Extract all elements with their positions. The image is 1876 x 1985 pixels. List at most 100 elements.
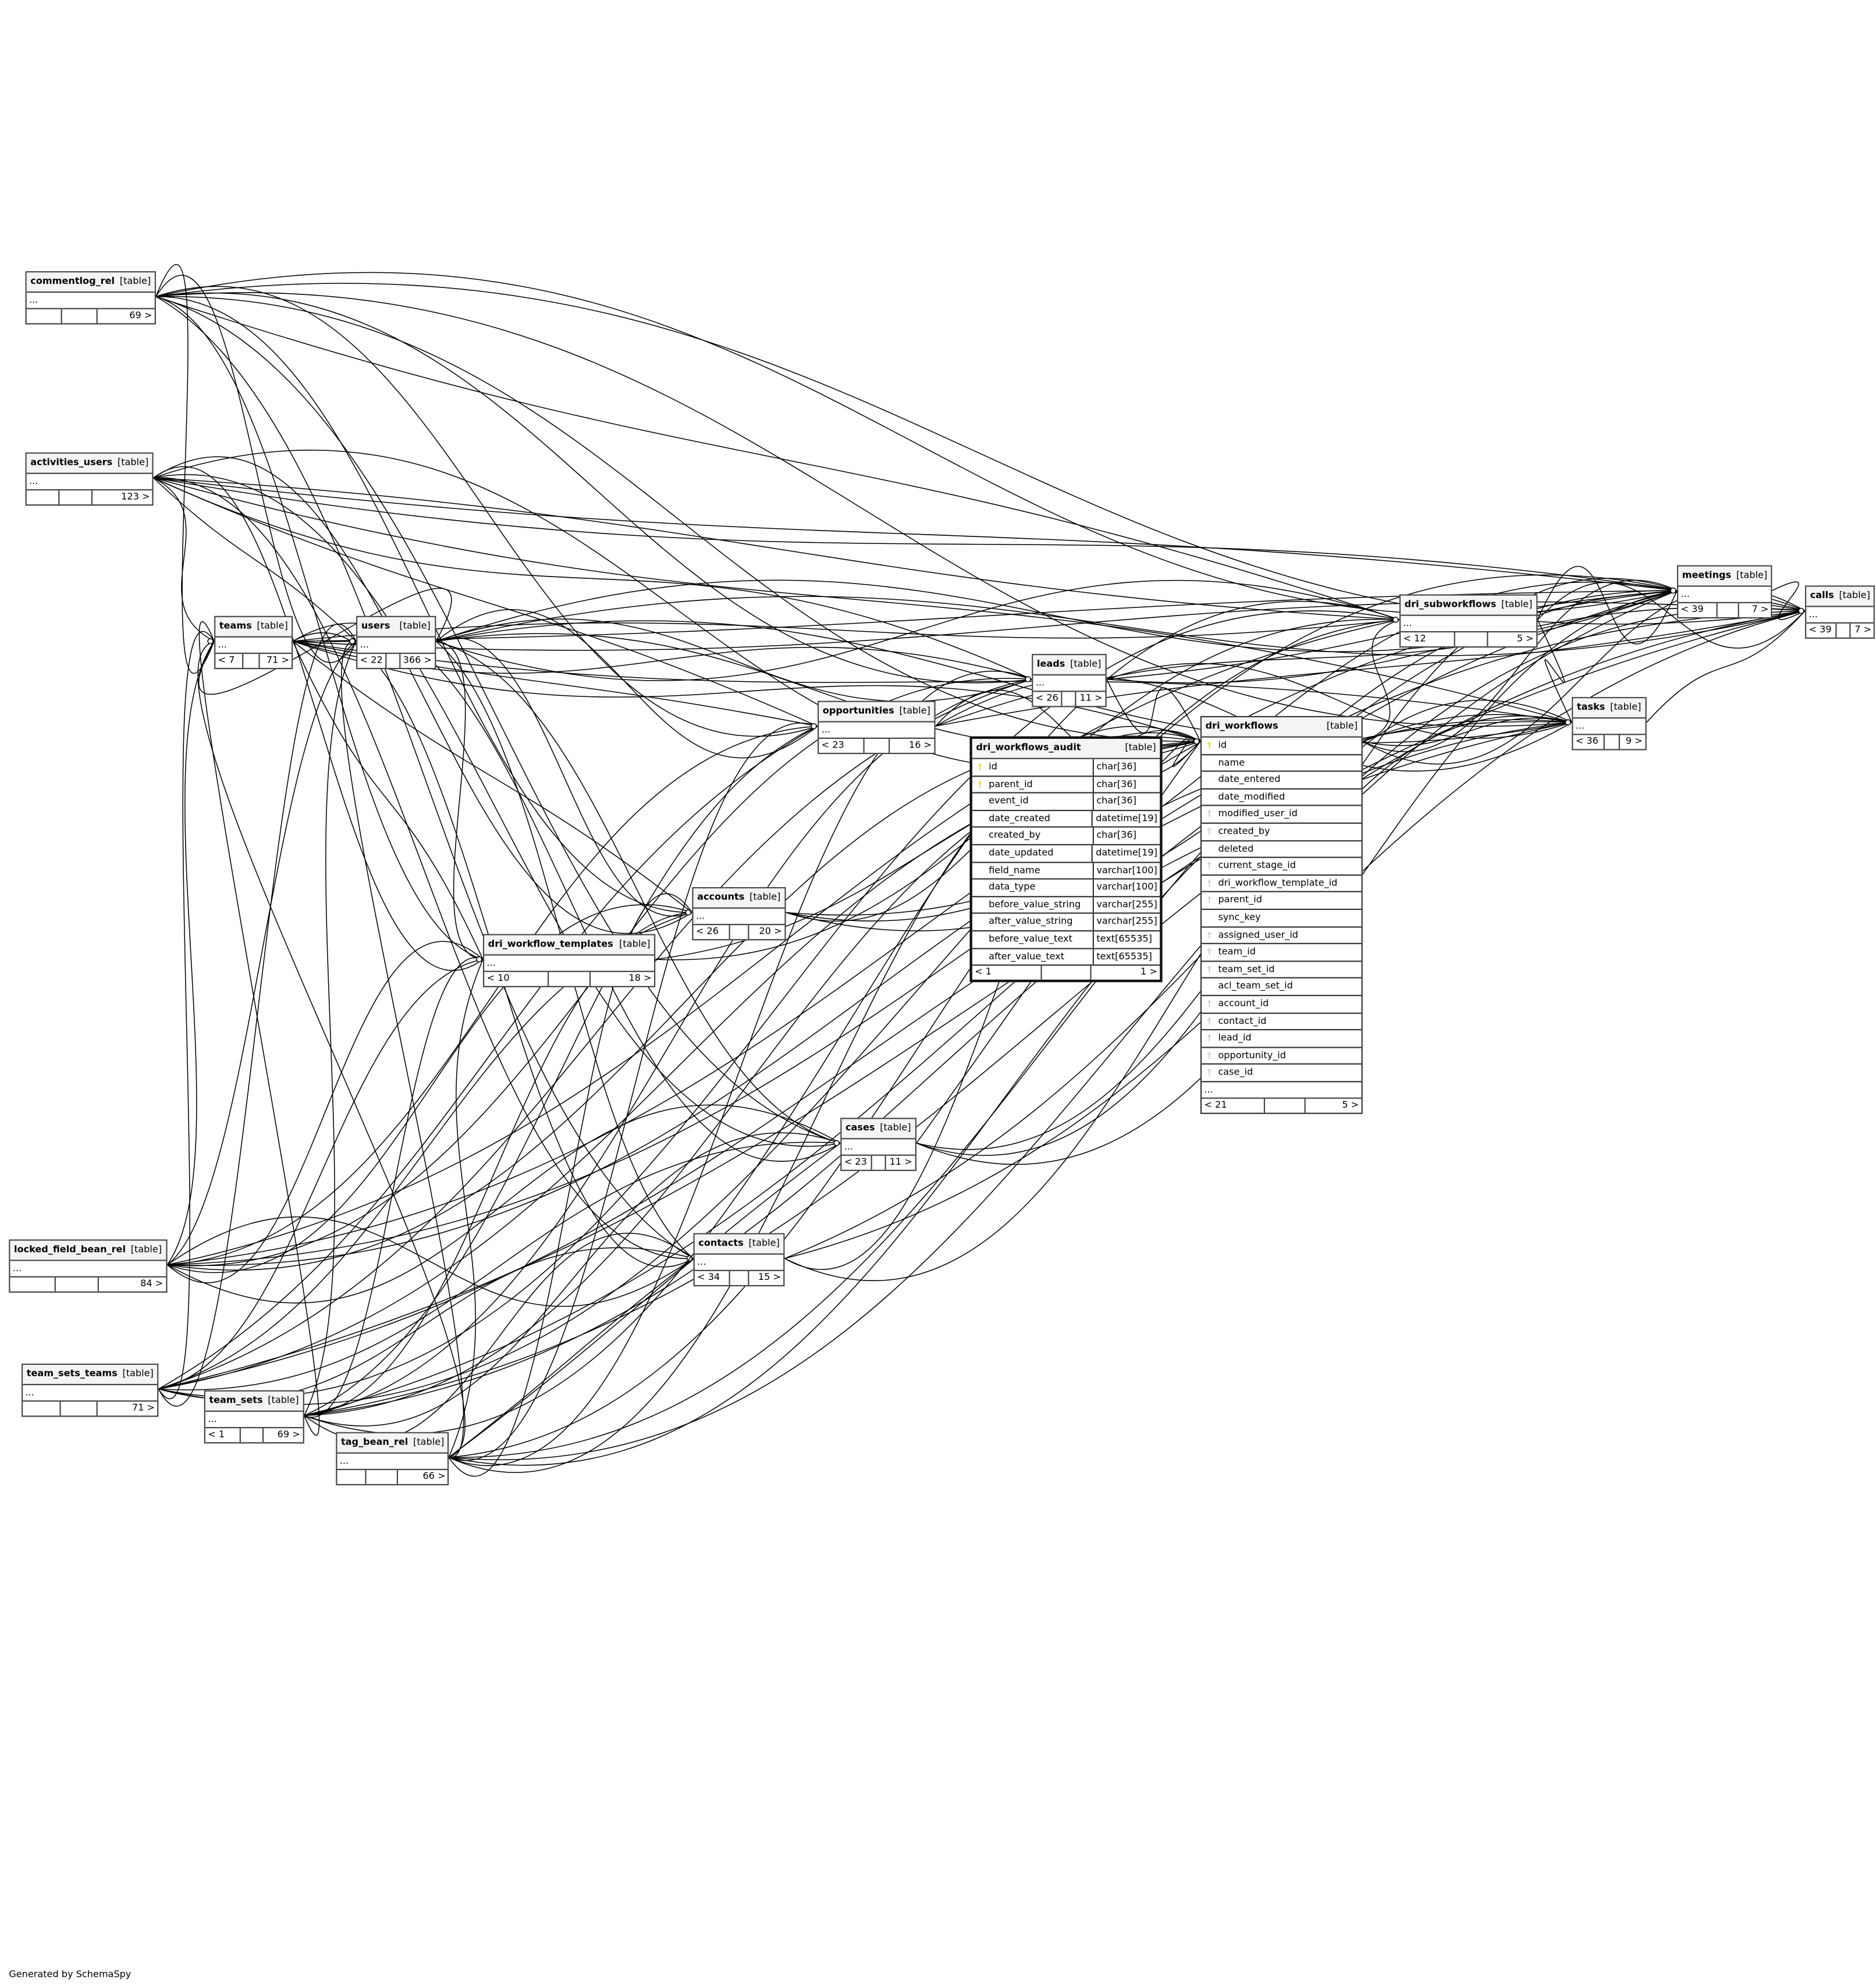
column-row[interactable]: †lead_id [1202, 1030, 1362, 1048]
column-row[interactable]: acl_team_set_id [1202, 979, 1362, 997]
table-name[interactable]: dri_workflow_templates [488, 938, 613, 950]
column-row[interactable]: †team_set_id [1202, 962, 1362, 979]
column-row[interactable]: name [1202, 755, 1362, 773]
table-name[interactable]: team_sets [209, 1394, 263, 1406]
parents-count-link[interactable]: < 7 [215, 654, 243, 668]
children-count-link[interactable]: 71 > [132, 1401, 155, 1414]
parents-count-link[interactable]: < 12 [1401, 632, 1456, 646]
column-row[interactable]: †modified_user_id [1202, 806, 1362, 824]
parents-count-link[interactable]: < 1 [205, 1428, 240, 1443]
children-count-link[interactable]: 71 > [266, 654, 289, 666]
table-name[interactable]: team_sets_teams [26, 1368, 118, 1379]
parents-count-link[interactable]: < 22 [357, 654, 387, 668]
parents-count-link[interactable]: < 34 [695, 1271, 730, 1285]
parents-count-link[interactable]: < 26 [1033, 692, 1063, 706]
column-row[interactable]: †contact_id [1202, 1013, 1362, 1031]
table-name[interactable]: leads [1036, 658, 1065, 670]
table-name[interactable]: commentlog_rel [30, 275, 115, 287]
column-row[interactable]: †current_stage_id [1202, 858, 1362, 876]
children-count-link[interactable]: 66 > [422, 1470, 446, 1482]
children-count-link[interactable]: 7 > [1854, 624, 1872, 635]
column-row[interactable]: †case_id [1202, 1065, 1362, 1083]
children-count-link[interactable]: 5 > [1342, 1098, 1359, 1111]
column-row[interactable]: date_entered [1202, 772, 1362, 789]
parents-count-link[interactable]: < 1 [972, 966, 1042, 980]
parents-count-link[interactable]: < 39 [1678, 603, 1718, 617]
children-count-link[interactable]: 16 > [908, 739, 932, 751]
children-count-link[interactable]: 11 > [1079, 692, 1103, 704]
table-tag-bean-rel[interactable]: tag_bean_rel[table]...66 > [336, 1432, 450, 1486]
children-count-link[interactable]: 15 > [758, 1271, 781, 1283]
column-row[interactable]: †parent_id [1202, 892, 1362, 910]
children-count-link[interactable]: 1 > [1140, 966, 1157, 978]
table-name[interactable]: tasks [1576, 701, 1605, 713]
parents-count-link[interactable]: < 26 [694, 925, 730, 940]
table-name[interactable]: contacts [698, 1237, 744, 1249]
parents-count-link[interactable] [27, 490, 59, 505]
table-locked-field-bean-rel[interactable]: locked_field_bean_rel[table]...84 > [9, 1239, 167, 1293]
table-name[interactable]: cases [845, 1122, 875, 1134]
parents-count-link[interactable]: < 10 [484, 972, 549, 986]
children-count-link[interactable]: 366 > [403, 654, 432, 666]
parents-count-link[interactable] [27, 309, 62, 323]
parents-count-link[interactable]: < 23 [819, 739, 865, 753]
table-name[interactable]: dri_workflows [1205, 720, 1278, 732]
children-count-link[interactable]: 9 > [1625, 735, 1643, 747]
table-name[interactable]: users [361, 620, 390, 632]
parents-count-link[interactable]: < 23 [841, 1155, 872, 1170]
parents-count-link[interactable]: < 36 [1573, 735, 1605, 749]
table-team-sets-teams[interactable]: team_sets_teams[table]...71 > [22, 1363, 159, 1417]
column-row[interactable]: sync_key [1202, 910, 1362, 927]
column-row[interactable]: †created_by [1202, 824, 1362, 841]
children-count-link[interactable]: 84 > [140, 1278, 164, 1289]
children-count-link[interactable]: 20 > [759, 925, 782, 937]
column-row[interactable]: date_modified [1202, 789, 1362, 807]
children-count-link[interactable]: 18 > [628, 972, 652, 984]
table-name[interactable]: accounts [697, 891, 745, 903]
column-row[interactable]: †assigned_user_id [1202, 927, 1362, 945]
parents-count-link[interactable] [23, 1401, 61, 1416]
table-commentlog-rel[interactable]: commentlog_rel[table]...69 > [25, 271, 156, 325]
column-row[interactable]: †dri_workflow_template_id [1202, 876, 1362, 893]
table-name[interactable]: tag_bean_rel [340, 1436, 408, 1448]
column-row[interactable]: deleted [1202, 841, 1362, 859]
children-count-link[interactable]: 5 > [1516, 632, 1534, 645]
column-row[interactable]: †team_id [1202, 944, 1362, 962]
column-row[interactable]: †opportunity_id [1202, 1048, 1362, 1065]
table-activities-users[interactable]: activities_users[table]...123 > [25, 452, 154, 506]
parents-count-link[interactable]: < 39 [1806, 623, 1836, 638]
table-name[interactable]: meetings [1682, 569, 1732, 581]
table-name[interactable]: activities_users [30, 456, 113, 468]
table-name[interactable]: opportunities [822, 705, 894, 717]
table-name[interactable]: locked_field_bean_rel [13, 1243, 126, 1255]
children-count-link[interactable]: 69 > [277, 1428, 300, 1440]
column-row[interactable]: †id [1202, 738, 1362, 755]
children-count-link[interactable]: 123 > [121, 490, 150, 503]
table-name[interactable]: dri_subworkflows [1404, 598, 1497, 610]
children-count-link[interactable]: 7 > [1751, 603, 1769, 616]
